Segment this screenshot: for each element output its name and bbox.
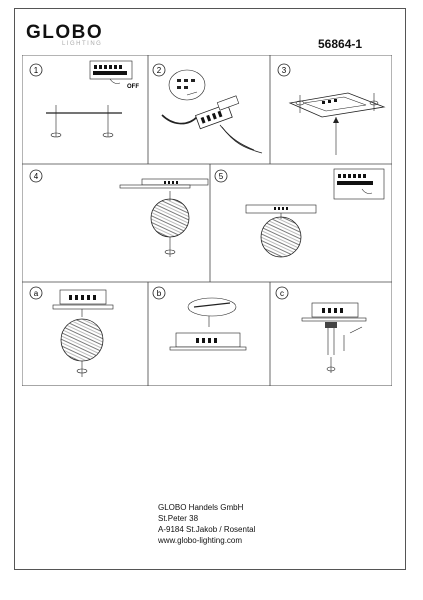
street-address: St.Peter 38 [158, 514, 199, 523]
ceiling-canopy [245, 204, 317, 214]
step-1-label: 1 [34, 66, 39, 75]
rotate-arrow-icon [50, 132, 62, 138]
rotate-arrow-icon [102, 132, 114, 138]
off-label: OFF [127, 84, 139, 90]
step-2-label: 2 [157, 66, 162, 75]
step-a-label: a [34, 289, 39, 298]
glass-globe-icon [150, 198, 190, 238]
power-on-icon [361, 188, 373, 194]
city-address: A-9184 St.Jakob / Rosental [158, 525, 256, 534]
step-5-panel: 5 [214, 168, 385, 258]
breaker-box [89, 60, 133, 80]
company-address: GLOBO Handels GmbH St.Peter 38 A-9184 St… [158, 502, 255, 546]
power-off-icon [109, 78, 121, 84]
glass-globe-icon [260, 216, 302, 258]
brand-logo: GLOBO [26, 22, 104, 43]
step-1-circle [29, 63, 43, 77]
glass-globe-icon [60, 318, 104, 362]
step-c-label: c [280, 289, 284, 298]
cable [161, 114, 198, 125]
step-4-panel: 4 [29, 169, 209, 257]
step-4-label: 4 [34, 172, 39, 181]
model-number: 56864-1 [318, 37, 363, 51]
step-b-panel: b [152, 286, 247, 351]
website-link: www.globo-lighting.com [158, 536, 243, 545]
step-b-label: b [157, 289, 162, 298]
company-name: GLOBO Handels GmbH [158, 503, 244, 512]
step-1-panel: 1 OFF [29, 60, 139, 138]
magnifier-circle [187, 297, 237, 317]
magnifier-circle [168, 69, 206, 101]
step-c-panel: c [275, 286, 367, 373]
step-5-label: 5 [219, 172, 224, 181]
step-3-panel: 3 [277, 63, 386, 155]
step-2-panel: 2 [152, 63, 263, 154]
step-a-panel: a [29, 286, 114, 377]
ceiling-canopy [141, 178, 209, 186]
brand-subtitle: LIGHTING [62, 41, 103, 47]
instruction-grid: 1 OFF 2 3 [22, 55, 392, 386]
step-3-label: 3 [282, 66, 287, 75]
instruction-diagram: 1 OFF 2 3 [22, 55, 392, 386]
